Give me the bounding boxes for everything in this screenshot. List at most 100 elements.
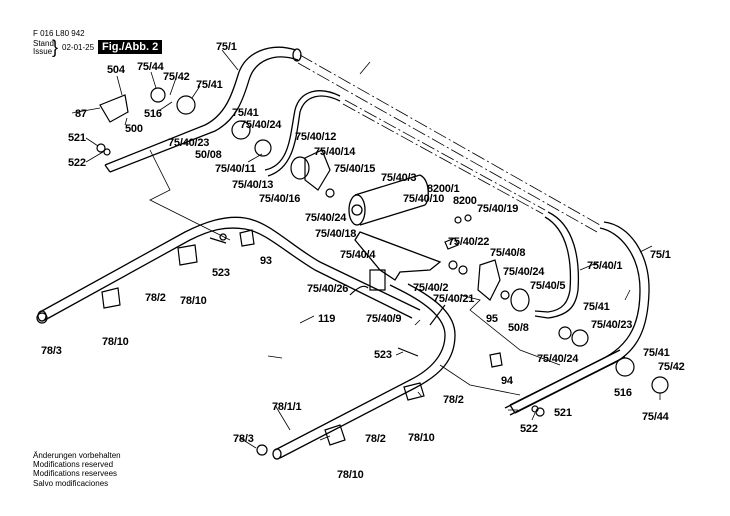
part-label-75-40-21: 75/40/21 (433, 293, 475, 305)
figure-title: Fig./Abb. 2 (98, 40, 163, 55)
part-label-78-10: 78/10 (337, 469, 364, 481)
part-78-3-b (256, 444, 268, 456)
part-75-40-24 (325, 188, 335, 198)
part-label-75-40-4: 75/40/4 (340, 249, 376, 261)
part-label-516: 516 (614, 387, 632, 399)
upper-handle-right (509, 227, 641, 406)
part-label-78-1-1: 78/1/1 (272, 401, 302, 413)
small-parts (36, 87, 669, 456)
part-label-75-41: 75/41 (232, 107, 259, 119)
part-label-504: 504 (107, 64, 125, 76)
part-87 (99, 94, 129, 123)
document-number: F 016 L80 942 (33, 29, 85, 38)
part-label-78-2: 78/2 (145, 292, 166, 304)
part-522 (103, 148, 111, 156)
part-label-75-40-16: 75/40/16 (259, 193, 301, 205)
part-label-75-40-13: 75/40/13 (232, 179, 274, 191)
bracket-75-40-4 (354, 231, 442, 281)
part-label-75-40-24: 75/40/24 (537, 353, 579, 365)
part-label-75-41: 75/41 (583, 301, 610, 313)
part-521-b (535, 407, 545, 417)
part-label-75-40-3: 75/40/3 (381, 172, 417, 184)
part-label-78-10: 78/10 (102, 336, 129, 348)
part-521 (96, 143, 106, 153)
part-label-75-40-10: 75/40/10 (403, 193, 445, 205)
part-label-78-3: 78/3 (41, 345, 62, 357)
part-label-75-44: 75/44 (137, 61, 164, 73)
part-75-44-b (651, 376, 669, 394)
control-tube (348, 174, 429, 226)
part-label-75-40-24: 75/40/24 (240, 119, 282, 131)
part-label-75-42: 75/42 (658, 361, 685, 373)
part-119 (349, 285, 369, 296)
part-75-40-8 (477, 259, 501, 301)
part-95 (429, 304, 446, 326)
part-label-522: 522 (520, 423, 538, 435)
part-label-75-1: 75/1 (216, 41, 237, 53)
part-75-40-12 (290, 156, 310, 180)
part-75-40-21 (448, 260, 458, 270)
part-label-516: 516 (144, 108, 162, 120)
part-label-75-40-2: 75/40/2 (413, 282, 449, 294)
part-label-75-41: 75/41 (643, 347, 670, 359)
part-label-119: 119 (318, 313, 336, 325)
part-75-40-10 (444, 237, 459, 250)
part-label-75-40-15: 75/40/15 (334, 163, 376, 175)
note-de: Änderungen vorbehalten (33, 451, 121, 460)
part-78-2-c (324, 424, 346, 446)
part-78-2-a (177, 244, 198, 266)
part-523-b (397, 347, 419, 357)
part-label-75-40-5: 75/40/5 (530, 280, 566, 292)
part-label-500: 500 (125, 123, 143, 135)
stand-label: Stand (33, 39, 54, 48)
part-75-40-14 (304, 149, 331, 191)
part-label-78-3: 78/3 (233, 433, 254, 445)
part-label-75-40-24: 75/40/24 (305, 212, 347, 224)
part-78-2-d (403, 382, 425, 401)
part-label-75-40-26: 75/40/26 (307, 283, 349, 295)
modifications-notice: Änderungen vorbehalten Modifications res… (33, 451, 121, 488)
part-label-87: 87 (75, 108, 87, 120)
part-label-94: 94 (501, 375, 513, 387)
part-label-95: 95 (486, 313, 498, 325)
part-label-75-40-19: 75/40/19 (477, 203, 519, 215)
part-label-75-40-9: 75/40/9 (366, 313, 402, 325)
part-78-2-b (101, 287, 121, 309)
part-label-75-40-23: 75/40/23 (168, 137, 210, 149)
inner-rod-right (534, 211, 580, 319)
part-label-75-1: 75/1 (650, 249, 671, 261)
part-label-521: 521 (68, 132, 86, 144)
part-label-75-40-23: 75/40/23 (591, 319, 633, 331)
upper-handle-left (104, 46, 302, 173)
part-label-75-40-22: 75/40/22 (448, 236, 490, 248)
part-label-523: 523 (212, 267, 230, 279)
part-label-75-40-1: 75/40/1 (587, 260, 623, 272)
part-label-93: 93 (260, 255, 272, 267)
part-label-8200: 8200 (453, 195, 477, 207)
part-75-40-5 (510, 288, 530, 312)
part-75-40-24-c (500, 290, 510, 300)
part-523 (209, 233, 227, 244)
part-label-78-2: 78/2 (443, 394, 464, 406)
part-75-40-24-d (558, 326, 572, 340)
part-75-41-b (231, 120, 251, 140)
part-label-75-42: 75/42 (163, 71, 190, 83)
note-es: Salvo modificaciones (33, 478, 109, 488)
part-75-40-11 (254, 139, 272, 157)
phantom-lines (297, 54, 601, 233)
part-label-78-10: 78/10 (408, 432, 435, 444)
part-75-41 (176, 95, 196, 115)
part-label-50-08: 50/08 (195, 149, 222, 161)
part-label-75-40-14: 75/40/14 (314, 146, 356, 158)
part-label-521: 521 (554, 407, 572, 419)
part-93 (239, 229, 255, 247)
part-75-40-9 (369, 269, 386, 291)
note-fr: Modifications reservees (33, 469, 118, 479)
note-en: Modifications reserved (33, 460, 114, 470)
part-label-75-40-12: 75/40/12 (295, 131, 337, 143)
issue-date: 02-01-25 (62, 43, 95, 52)
brace-icon: } (52, 37, 59, 57)
part-label-78-10: 78/10 (180, 295, 207, 307)
part-8200-1 (454, 216, 462, 224)
cable-lines (149, 149, 561, 396)
